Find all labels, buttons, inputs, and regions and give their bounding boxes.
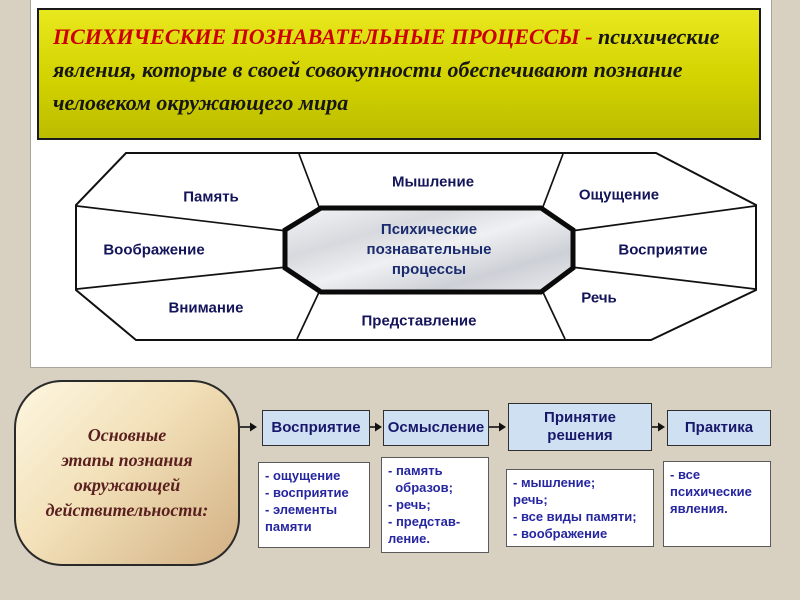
title-emphasis: ПСИХИЧЕСКИЕ ПОЗНАВАТЕЛЬНЫЕ ПРОЦЕССЫ - (53, 24, 599, 49)
stage-details-decision: - мышление; речь; - все виды памяти; - в… (506, 469, 654, 547)
octagon-diagram (75, 152, 757, 341)
content-panel: ПСИХИЧЕСКИЕ ПОЗНАВАТЕЛЬНЫЕ ПРОЦЕССЫ - пс… (30, 0, 772, 368)
arrow-right-icon (368, 422, 382, 432)
stage-details-practice: - все психические явления. (663, 461, 771, 547)
diagram-label-memory: Память (183, 188, 239, 206)
arrow-right-icon (240, 422, 257, 432)
diagram-label-thinking: Мышление (391, 173, 475, 191)
title-rest: психические явления, которые в своей сов… (53, 24, 720, 115)
diagram-label-imagination: Воображение (103, 241, 205, 259)
diagram-label-attention: Внимание (168, 299, 244, 317)
stages-intro-box: Основные этапы познания окружающей дейст… (14, 380, 240, 566)
stage-box-decision: Принятие решения (508, 403, 652, 451)
stage-box-comprehension: Осмысление (383, 410, 489, 446)
outer-octagon (75, 152, 757, 341)
center-octagon (282, 205, 576, 295)
diagram-label-perception: Восприятие (618, 241, 708, 259)
stage-details-perception: - ощущение - восприятие - элементы памят… (258, 462, 370, 548)
stage-box-perception: Восприятие (262, 410, 370, 446)
diagram-label-representation: Представление (361, 312, 477, 330)
title-banner: ПСИХИЧЕСКИЕ ПОЗНАВАТЕЛЬНЫЕ ПРОЦЕССЫ - пс… (37, 8, 761, 140)
diagram-center-label: Психические познавательные процессы (366, 220, 492, 279)
arrow-right-icon (489, 422, 506, 432)
stage-details-comprehension: - память образов; - речь; - представ- ле… (381, 457, 489, 553)
diagram-label-sensation: Ощущение (578, 186, 660, 204)
arrow-right-icon (650, 422, 665, 432)
divider-lines (76, 153, 756, 340)
stage-box-practice: Практика (667, 410, 771, 446)
diagram-label-speech: Речь (581, 289, 617, 307)
